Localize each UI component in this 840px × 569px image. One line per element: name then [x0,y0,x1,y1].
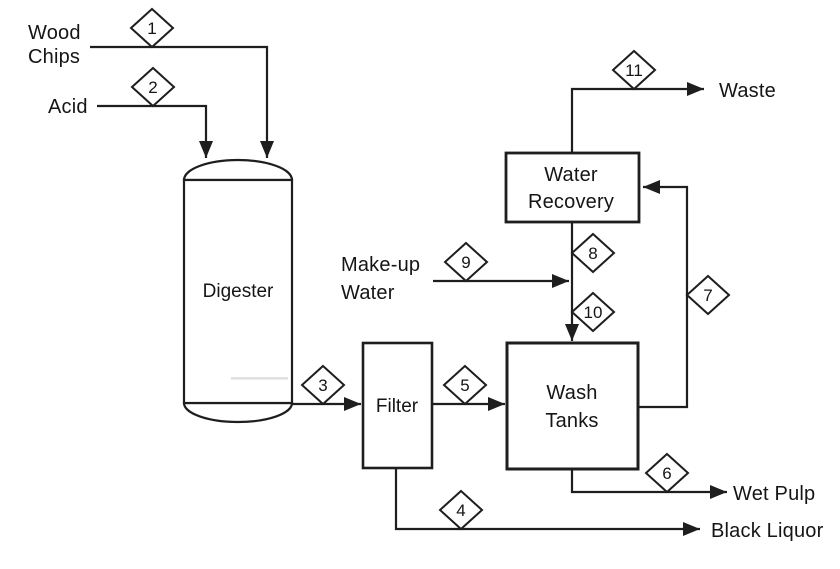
stream-10-number: 10 [584,303,603,322]
digester-top-cap [182,158,294,182]
stream-2-number: 2 [148,78,157,97]
stream-4-tag: 4 [438,489,484,531]
stream-1-number: 1 [147,19,156,38]
digester-body [182,178,294,405]
stream-11-line [570,82,704,153]
stream-7-tag: 7 [685,274,731,316]
stream-3-tag: 3 [300,364,346,406]
filter-label: Filter [376,396,419,417]
stream-6-line [570,470,727,499]
wash-tanks-unit: Wash Tanks [505,341,640,471]
digester-label: Digester [203,281,274,302]
stream-4-diamond [438,489,484,531]
filter-box [361,341,434,470]
stream-8-number: 8 [588,244,597,263]
makeup-water-label: Make-up Water [341,254,420,304]
wood-chips-label-line2: Chips [28,46,80,68]
black-liquor-label: Black Liquor [711,520,824,542]
wash-tanks-label-line2: Tanks [545,410,598,432]
stream-8-diamond [570,232,616,274]
wood-chips-label-line1: Wood [28,22,81,44]
water-recovery-unit: Water Recovery [504,151,641,224]
wet-pulp-label: Wet Pulp [733,483,815,505]
stream-4-line [394,467,700,536]
stream-6-diamond [644,452,690,494]
stream-1-diamond [129,7,175,49]
wood-chips-label: Wood Chips [28,22,81,68]
filter-unit: Filter [361,341,434,470]
stream-9-diamond [443,241,489,283]
stream-7-line [639,180,689,409]
acid-label: Acid [48,96,88,118]
stream-11-diamond [611,49,657,91]
stream-11-tag: 11 [611,49,657,91]
stream-1-tag: 1 [129,7,175,49]
stream-3-number: 3 [318,376,327,395]
water-recovery-label-line2: Recovery [528,191,614,213]
digester-vessel: Digester [182,158,294,424]
stream-10-tag: 10 [570,291,616,333]
stream-11-number: 11 [625,61,643,80]
stream-6-tag: 6 [644,452,690,494]
stream-9-number: 9 [461,253,470,272]
stream-5-tag: 5 [442,364,488,406]
stream-10-diamond [570,291,616,333]
stream-5-number: 5 [460,376,469,395]
wash-tanks-label-line1: Wash [546,382,597,404]
digester-bottom-cap [182,401,294,424]
stream-5-diamond [442,364,488,406]
water-recovery-box [504,151,641,224]
stream-7-number: 7 [703,286,712,305]
wash-tanks-box [505,341,640,471]
stream-9-tag: 9 [443,241,489,283]
waste-label: Waste [719,80,776,102]
stream-4-number: 4 [456,501,465,520]
stream-6-number: 6 [662,464,671,483]
makeup-water-label-line1: Make-up [341,254,420,276]
water-recovery-label-line1: Water [544,164,598,186]
stream-1-line [90,45,274,158]
stream-7-diamond [685,274,731,316]
stream-2-diamond [130,66,176,108]
stream-2-line [97,104,213,158]
scan-smudge [231,377,288,380]
makeup-water-label-line2: Water [341,282,395,304]
stream-3-diamond [300,364,346,406]
stream-2-tag: 2 [130,66,176,108]
stream-8-tag: 8 [570,232,616,274]
